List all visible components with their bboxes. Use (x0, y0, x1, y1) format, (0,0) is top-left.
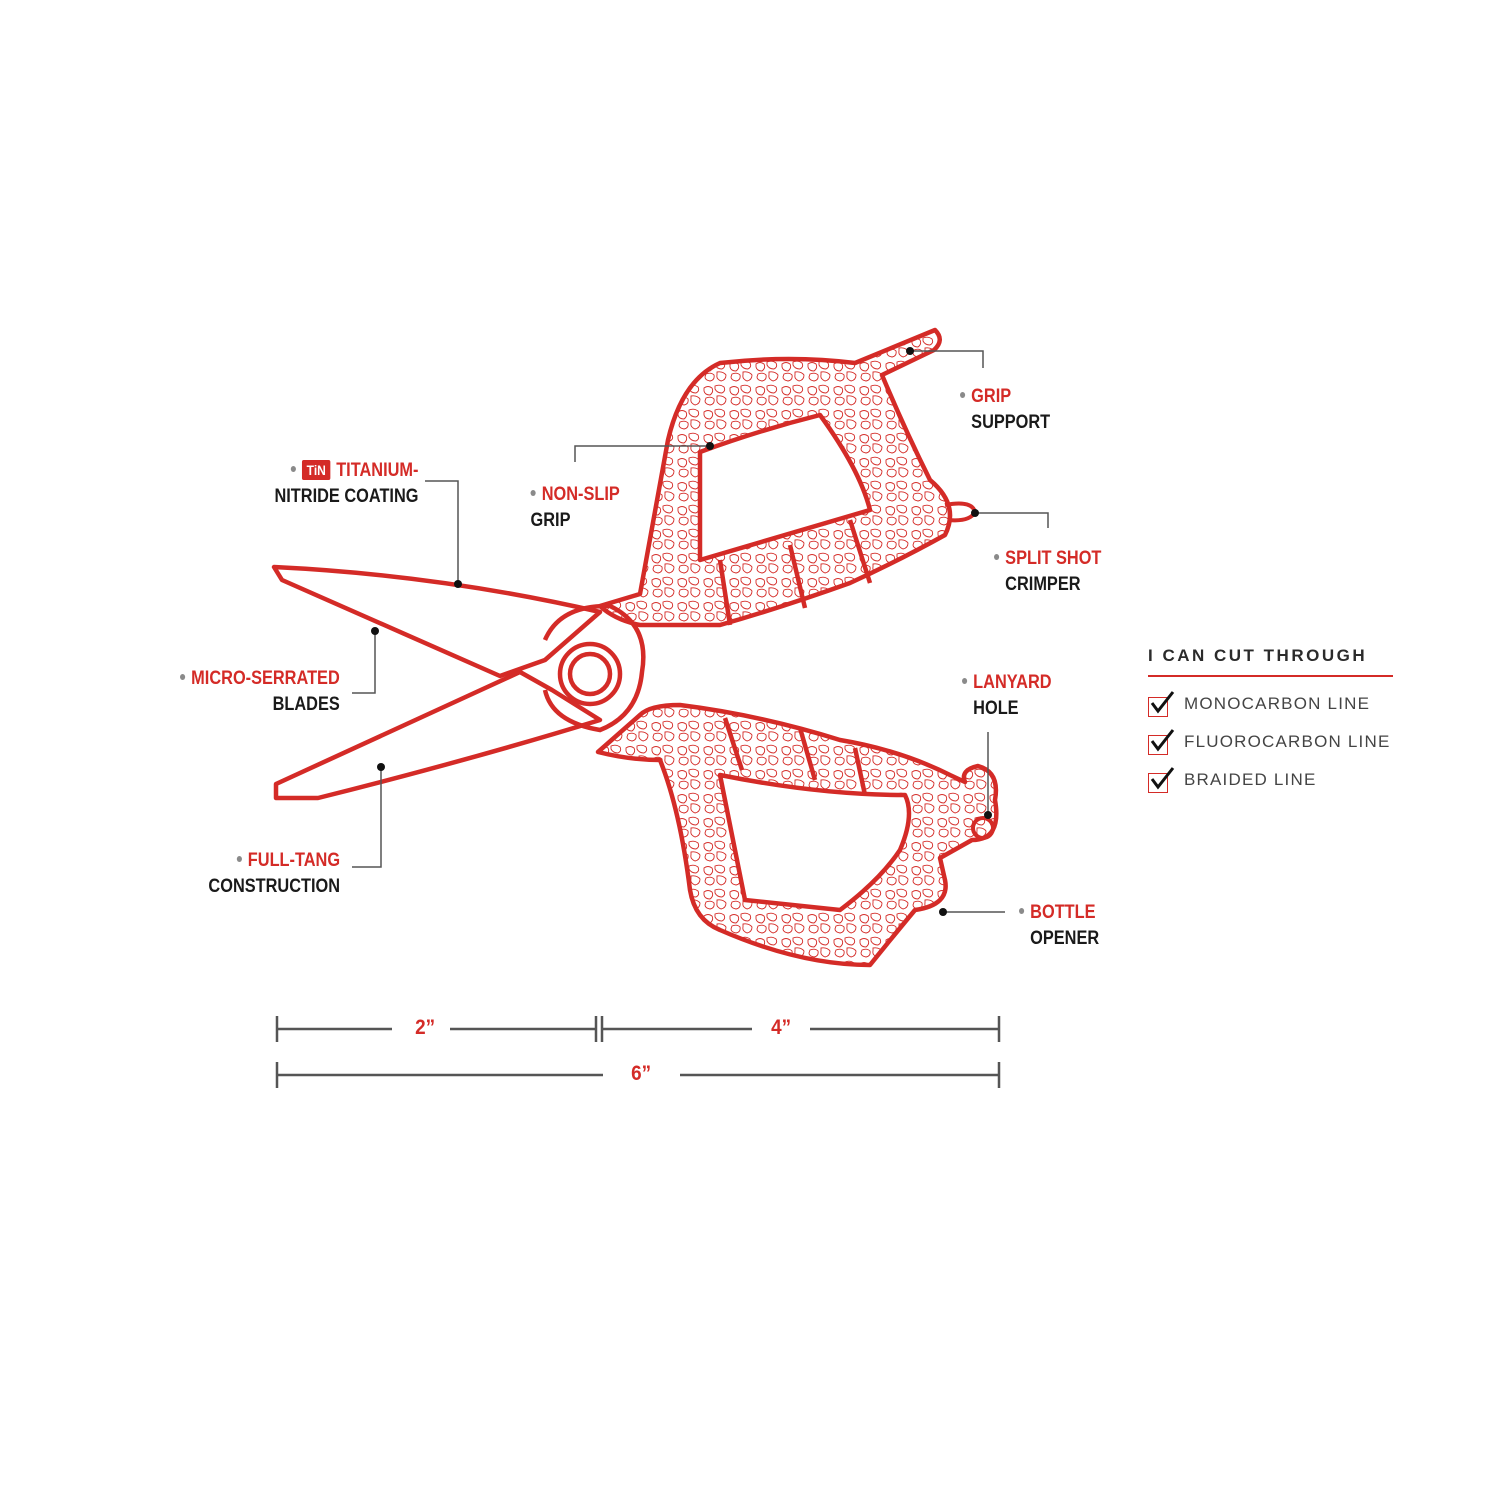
pivot-outer (557, 641, 623, 707)
cut-item-label: MONOCARBON LINE (1184, 694, 1371, 713)
dimension-lines (275, 1016, 1001, 1088)
leader-dots (371, 347, 992, 916)
label-bottle-opener: BOTTLE OPENER (1019, 900, 1099, 952)
checkmark-icon (1150, 729, 1175, 752)
bullet-dot (962, 677, 968, 684)
upper-blade (271, 564, 603, 679)
pivot-inner (567, 651, 613, 697)
cut-item: BRAIDED LINE (1148, 761, 1393, 799)
label-split-shot-crimper: SPLIT SHOT CRIMPER (994, 546, 1101, 598)
dimension-2in: 2” (415, 1016, 436, 1039)
checkbox (1148, 697, 1168, 717)
cut-through-panel: I CAN CUT THROUGH MONOCARBON LINE FLUORO… (1148, 646, 1393, 799)
bullet-dot (1019, 907, 1025, 914)
label-full-tang: FULL-TANG CONSTRUCTION (208, 850, 340, 897)
cut-item-label: FLUOROCARBON LINE (1184, 732, 1391, 751)
checkmark-icon (1150, 691, 1175, 714)
checkmark-icon (1150, 767, 1175, 790)
checkbox (1148, 735, 1168, 755)
label-lanyard-hole: LANYARD HOLE (962, 670, 1052, 722)
pivot-body (542, 603, 646, 733)
bullet-dot (236, 855, 242, 862)
cut-item: MONOCARBON LINE (1148, 685, 1393, 723)
label-micro-serrated: MICRO-SERRATED BLADES (180, 666, 340, 718)
cut-item: FLUOROCARBON LINE (1148, 723, 1393, 761)
label-non-slip-grip: NON-SLIP GRIP (530, 484, 620, 531)
upper-handle (597, 327, 978, 628)
cut-through-title: I CAN CUT THROUGH (1148, 646, 1368, 665)
bullet-dot (180, 673, 186, 680)
bullet-dot (290, 465, 296, 472)
tin-badge: TiN (301, 460, 330, 480)
dimension-6in: 6” (631, 1062, 652, 1085)
lanyard-hole (971, 816, 995, 840)
label-grip-support: GRIP SUPPORT (960, 384, 1050, 436)
lower-handle (595, 702, 999, 968)
bullet-dot (994, 553, 1000, 560)
leader-lines (352, 350, 1049, 913)
checkbox (1148, 773, 1168, 793)
cut-item-label: BRAIDED LINE (1184, 770, 1317, 789)
lower-blade (273, 669, 603, 801)
bullet-dot (530, 489, 536, 496)
title-rule (1148, 675, 1393, 677)
bullet-dot (960, 391, 966, 398)
dimension-4in: 4” (771, 1016, 792, 1039)
